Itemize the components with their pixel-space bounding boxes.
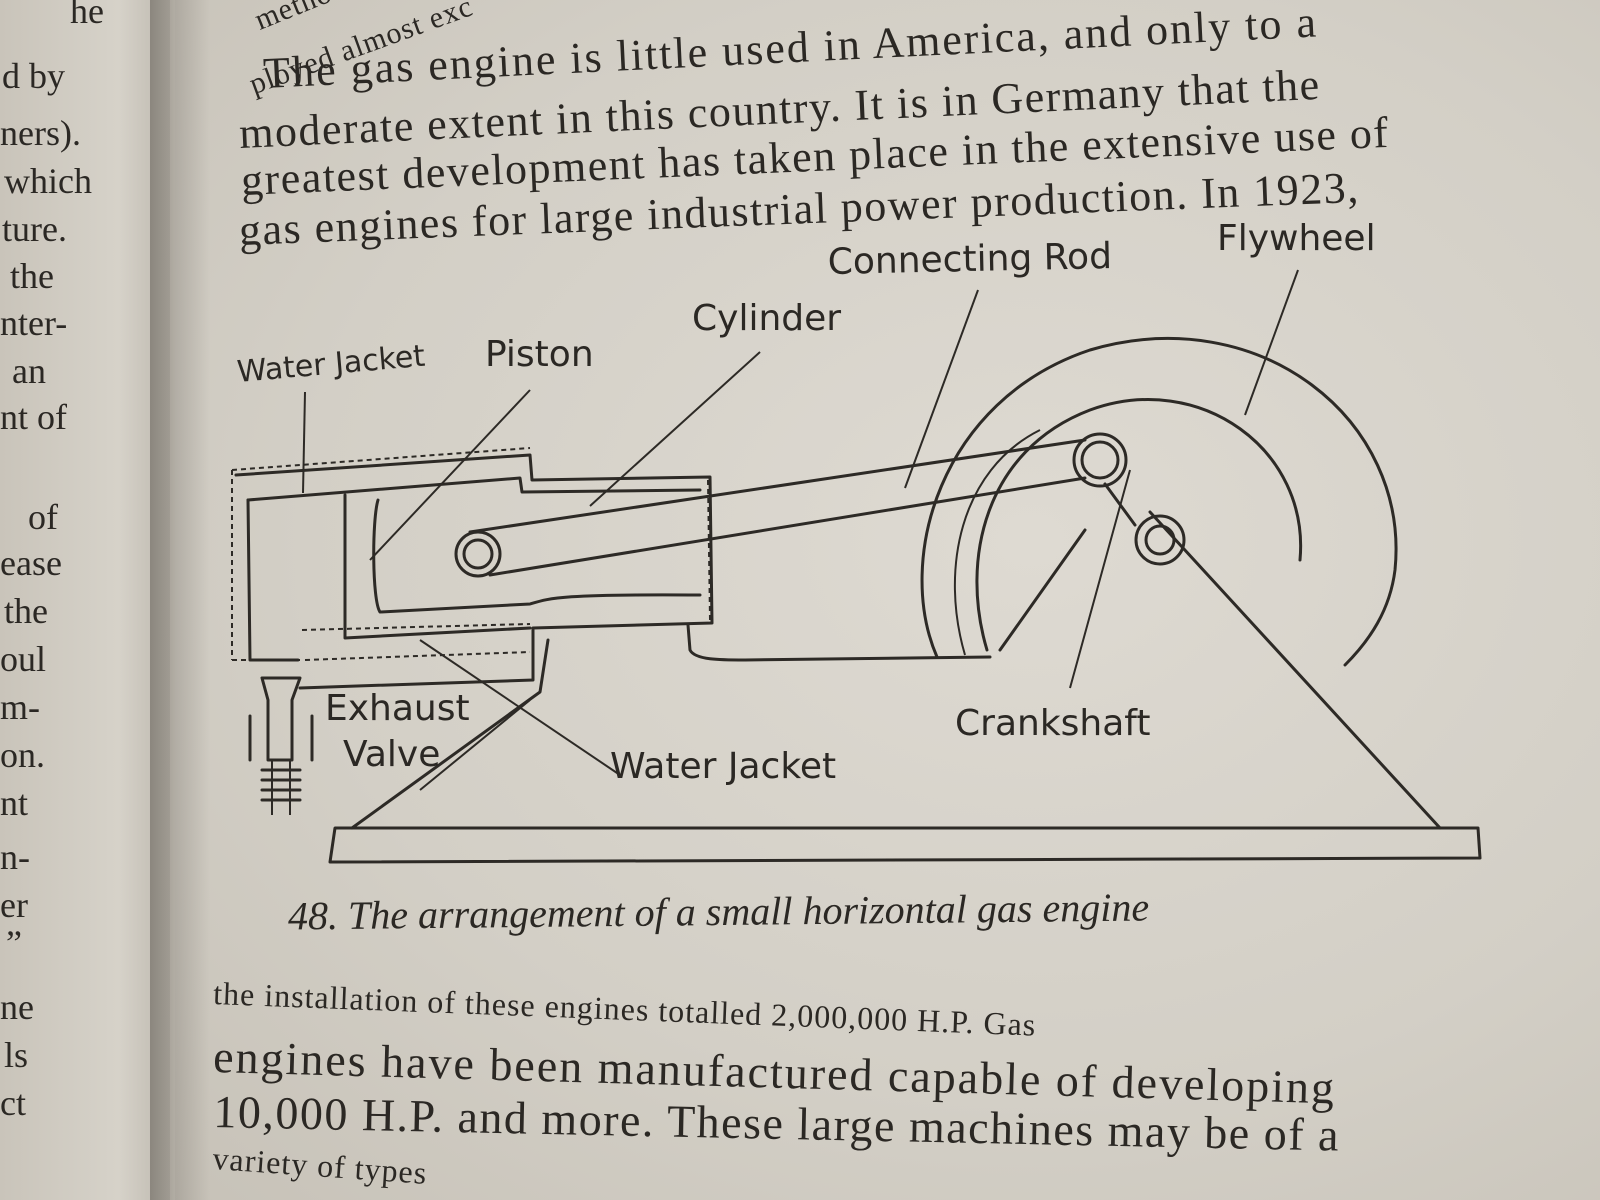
margin-fragment: ease: [0, 543, 62, 583]
margin-fragment: er: [0, 885, 28, 925]
margin-fragment: ners).: [0, 113, 81, 153]
label-water-jacket-bottom: Water Jacket: [610, 746, 836, 787]
book-gutter: [150, 0, 210, 1200]
margin-fragment: an: [12, 351, 46, 391]
margin-fragment: oul: [0, 639, 47, 679]
label-exhaust: Exhaust: [325, 688, 470, 729]
label-flywheel: Flywheel: [1217, 218, 1376, 259]
margin-fragment: ct: [0, 1083, 26, 1123]
margin-fragment: on.: [0, 735, 45, 775]
cylinder-assembly: [231, 447, 992, 690]
label-crankshaft: Crankshaft: [955, 703, 1150, 744]
left-page: he d by ners). which ture. the nter- an …: [0, 0, 170, 1200]
leader-lines: [302, 269, 1299, 791]
margin-fragment: ls: [4, 1035, 29, 1075]
label-valve: Valve: [343, 734, 440, 775]
margin-fragment: ”: [6, 923, 22, 963]
figure-caption: 48. The arrangement of a small horizonta…: [287, 884, 1150, 939]
margin-fragment: nt of: [0, 397, 67, 437]
exhaust-valve: [248, 676, 314, 815]
margin-fragment: the: [4, 591, 48, 631]
engine-base: [328, 510, 1482, 864]
label-cylinder: Cylinder: [692, 298, 841, 339]
margin-fragment: nt: [0, 783, 29, 823]
label-piston: Piston: [485, 334, 594, 375]
margin-fragment: the: [10, 256, 54, 296]
margin-fragment: nter-: [0, 303, 68, 343]
flywheel: [920, 337, 1398, 667]
margin-fragment: d by: [2, 56, 65, 96]
connecting-rod: [454, 432, 1186, 578]
margin-fragment: ture.: [2, 209, 67, 249]
margin-fragment: n-: [0, 837, 30, 877]
margin-fragment: ne: [0, 987, 34, 1027]
margin-fragment: which: [4, 161, 92, 201]
label-connecting-rod: Connecting Rod: [827, 236, 1112, 283]
margin-fragment: m-: [0, 687, 40, 727]
margin-fragment: he: [70, 0, 104, 31]
margin-fragment: of: [28, 497, 58, 537]
right-page: [175, 0, 1600, 1200]
label-water-jacket-top: Water Jacket: [236, 339, 427, 390]
